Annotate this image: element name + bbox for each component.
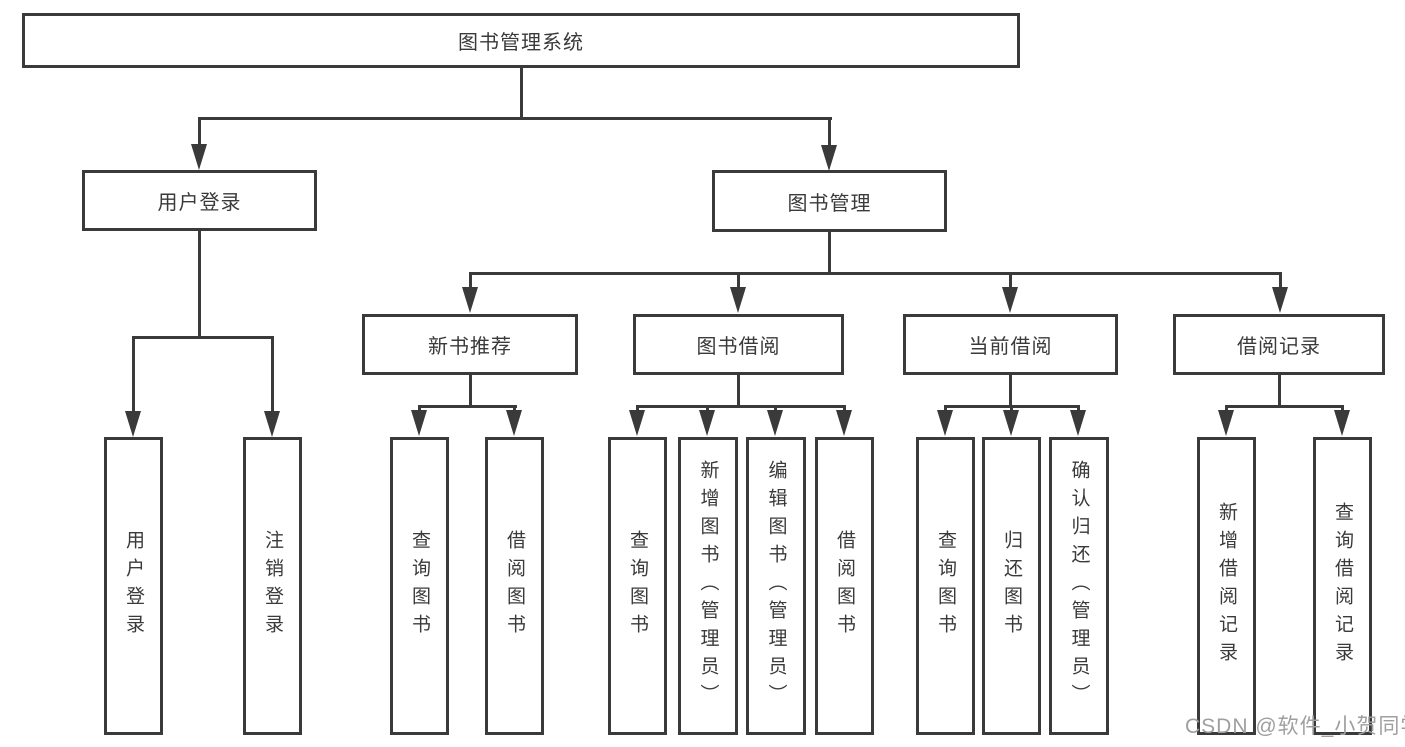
connector-line: [828, 117, 831, 147]
csdn-watermark: CSDN @软件_小贺同学: [1185, 715, 1405, 738]
leaf-return-books: 归还图书: [982, 437, 1041, 735]
connector-line: [636, 405, 845, 408]
connector-line: [774, 405, 777, 412]
node-book-borrowing: 图书借阅: [633, 314, 844, 375]
connector-line: [843, 405, 846, 412]
arrow-down-icon: [191, 144, 207, 170]
connector-line: [1225, 405, 1343, 408]
arrow-down-icon: [1003, 410, 1019, 436]
node-label: 借阅记录: [1237, 336, 1321, 358]
arrow-down-icon: [462, 287, 478, 313]
leaf-label: 用户登录: [123, 530, 144, 642]
leaf-query-borrow-record: 查询借阅记录: [1313, 437, 1372, 735]
node-library-system: 图书管理系统: [22, 13, 1020, 68]
connector-line: [706, 405, 709, 412]
node-label: 新书推荐: [428, 336, 512, 358]
connector-line: [418, 405, 517, 408]
leaf-label: 注销登录: [262, 530, 283, 642]
leaf-edit-books-admin: 编辑图书（管理员）: [746, 437, 806, 735]
connector-line: [271, 336, 274, 413]
node-current-borrowing: 当前借阅: [903, 314, 1118, 375]
arrow-down-icon: [730, 287, 746, 313]
connector-line: [828, 230, 831, 274]
leaf-label: 新增图书（管理员）: [697, 460, 719, 712]
connector-line: [198, 229, 201, 338]
connector-line: [737, 272, 740, 289]
connector-line: [198, 117, 201, 146]
arrow-down-icon: [699, 410, 715, 436]
node-book-management: 图书管理: [712, 170, 947, 232]
arrow-down-icon: [1002, 287, 1018, 313]
connector-line: [132, 336, 135, 413]
arrow-down-icon: [836, 410, 852, 436]
connector-line: [132, 336, 274, 339]
leaf-label: 查询图书: [409, 530, 430, 642]
node-user-login: 用户登录: [82, 170, 317, 231]
leaf-query-books-borrowing: 查询图书: [608, 437, 667, 735]
arrow-down-icon: [506, 410, 522, 436]
connector-line: [1225, 405, 1228, 412]
leaf-label: 编辑图书（管理员）: [765, 460, 787, 712]
node-label: 当前借阅: [968, 336, 1053, 358]
leaf-add-books-admin: 新增图书（管理员）: [678, 437, 738, 735]
connector-line: [469, 272, 472, 289]
leaf-label: 新增借阅记录: [1216, 502, 1237, 670]
arrow-down-icon: [821, 145, 837, 171]
arrow-down-icon: [1070, 410, 1086, 436]
connector-line: [469, 272, 1282, 275]
leaf-label: 查询借阅记录: [1332, 502, 1353, 670]
arrow-down-icon: [125, 411, 141, 437]
connector-line: [1009, 373, 1012, 407]
leaf-label: 借阅图书: [834, 530, 855, 642]
leaf-add-borrow-record: 新增借阅记录: [1197, 437, 1256, 735]
connector-line: [1341, 405, 1344, 412]
leaf-query-books-recommend: 查询图书: [390, 437, 449, 735]
leaf-label: 查询图书: [935, 530, 956, 642]
connector-line: [520, 68, 523, 118]
leaf-logout: 注销登录: [243, 437, 302, 735]
connector-line: [1279, 272, 1282, 289]
connector-line: [1278, 373, 1281, 407]
arrow-down-icon: [937, 410, 953, 436]
connector-line: [636, 405, 639, 412]
node-label: 图书管理: [787, 192, 872, 215]
arrow-down-icon: [629, 410, 645, 436]
leaf-label: 查询图书: [627, 530, 648, 642]
connector-line: [469, 373, 472, 407]
leaf-borrow-books: 借阅图书: [815, 437, 874, 735]
connector-line: [1077, 405, 1080, 412]
connector-line: [1010, 405, 1013, 412]
node-borrowing-records: 借阅记录: [1173, 314, 1385, 375]
leaf-user-login: 用户登录: [104, 437, 163, 735]
node-label: 用户登录: [157, 192, 242, 214]
node-new-book-recommend: 新书推荐: [362, 314, 578, 375]
leaf-borrow-books-recommend: 借阅图书: [485, 437, 544, 735]
connector-line: [944, 405, 947, 412]
arrow-down-icon: [1218, 410, 1234, 436]
arrow-down-icon: [1272, 287, 1288, 313]
connector-line: [1009, 272, 1012, 289]
leaf-label: 归还图书: [1001, 530, 1022, 642]
arrow-down-icon: [411, 410, 427, 436]
connector-line: [737, 373, 740, 407]
connector-line: [198, 117, 832, 120]
leaf-query-books-current: 查询图书: [916, 437, 975, 735]
arrow-down-icon: [767, 410, 783, 436]
node-label: 图书管理系统: [458, 32, 584, 54]
leaf-confirm-return-admin: 确认归还（管理员）: [1049, 437, 1109, 735]
arrow-down-icon: [1334, 410, 1350, 436]
connector-line: [418, 405, 421, 412]
leaf-label: 借阅图书: [504, 530, 525, 642]
connector-line: [513, 405, 516, 412]
arrow-down-icon: [264, 411, 280, 437]
leaf-label: 确认归还（管理员）: [1068, 460, 1090, 712]
node-label: 图书借阅: [696, 336, 781, 358]
